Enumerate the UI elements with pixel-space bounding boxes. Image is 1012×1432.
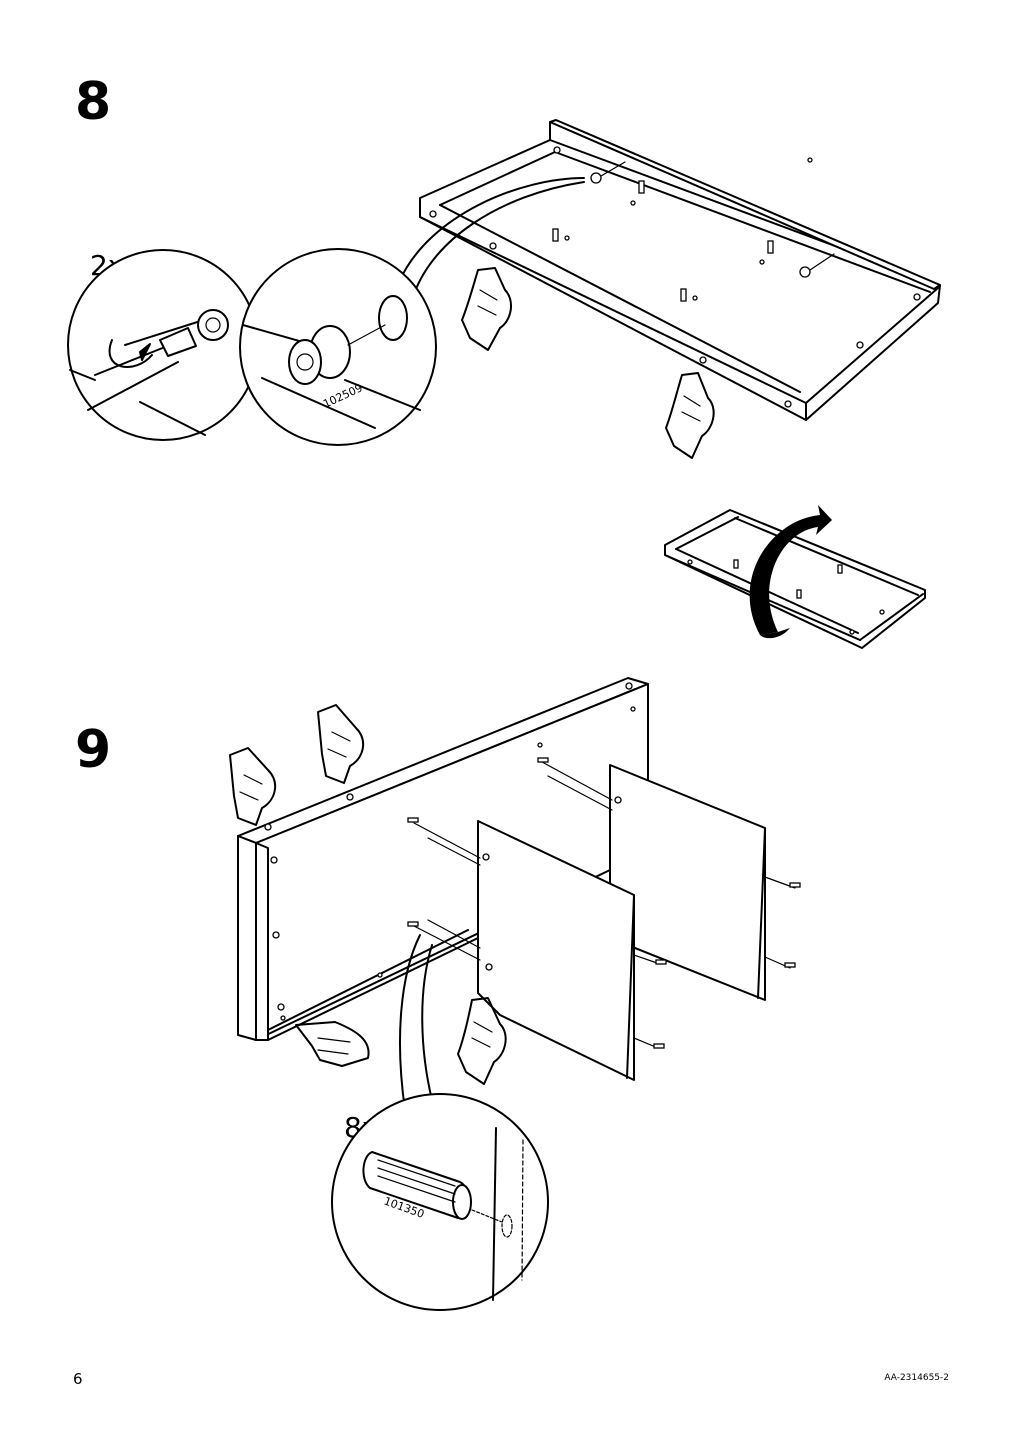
page-number: 6 [73, 1370, 83, 1388]
hand-icon [461, 267, 512, 351]
flip-frame-illustration [664, 509, 926, 649]
step-9-frame-illustration [237, 677, 801, 1111]
step-8-frame-illustration [399, 119, 941, 421]
hand-icon [457, 997, 507, 1085]
hand-icon [295, 1021, 370, 1067]
step-9-number: 9 [75, 720, 112, 780]
step-8-cam-lock-detail: 102509 [239, 248, 437, 446]
document-id: AA-2314655-2 [884, 1373, 949, 1383]
step-8-screwdriver-detail [67, 249, 259, 441]
hand-icon [317, 704, 365, 784]
rotate-arrow-icon [749, 505, 832, 639]
hand-icon [229, 747, 277, 826]
step-8-number: 8 [75, 72, 112, 132]
step-9-dowel-detail: 101350 [331, 1093, 549, 1311]
hand-icon [665, 372, 715, 459]
